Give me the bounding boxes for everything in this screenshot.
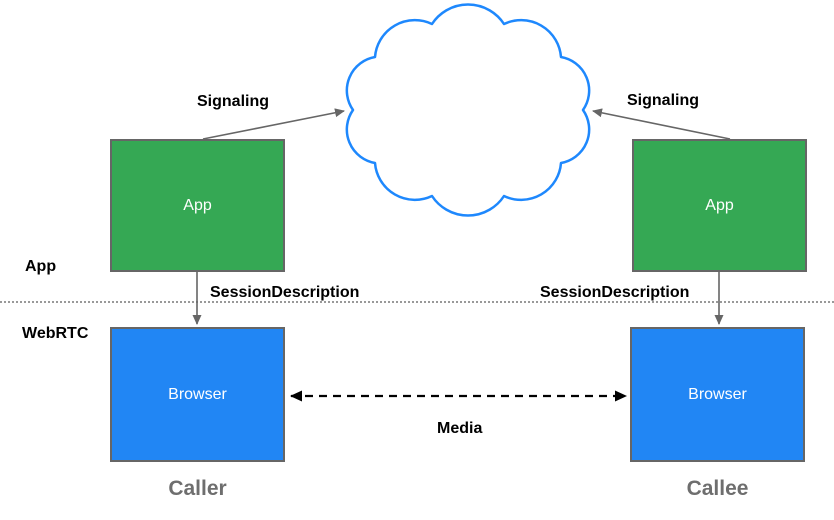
signaling-arrow-right [592, 108, 731, 140]
signaling-cloud-icon [345, 3, 591, 217]
session-description-label-right: SessionDescription [540, 284, 690, 301]
callee-caption: Callee [686, 477, 749, 500]
caller-app-label: App [183, 196, 212, 214]
caller-caption: Caller [168, 477, 227, 500]
caller-app-box: App [110, 139, 285, 272]
caller-browser-label: Browser [168, 385, 227, 403]
callee-browser-box: Browser [630, 327, 805, 462]
signaling-label-right: Signaling [627, 92, 699, 109]
callee-app-box: App [632, 139, 807, 272]
session-description-label-left: SessionDescription [210, 284, 360, 301]
app-layer-label: App [25, 258, 57, 275]
signaling-label-left: Signaling [197, 93, 269, 110]
callee-app-label: App [705, 196, 734, 214]
callee-browser-label: Browser [688, 385, 747, 403]
signaling-arrow-left [202, 108, 345, 140]
media-label: Media [437, 420, 483, 437]
webrtc-layer-label: WebRTC [22, 325, 89, 342]
layer-divider-dotted-line [0, 301, 834, 303]
caller-browser-box: Browser [110, 327, 285, 462]
